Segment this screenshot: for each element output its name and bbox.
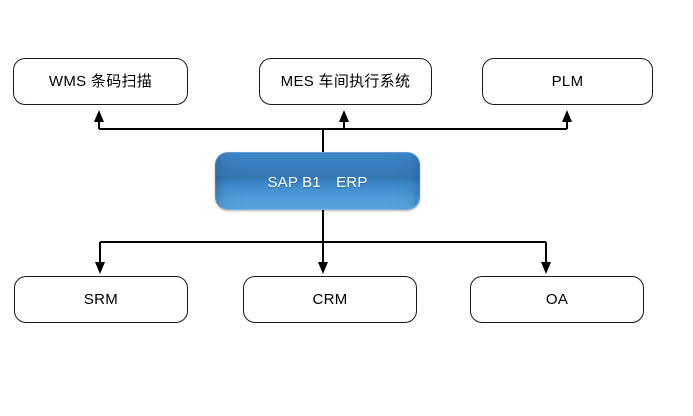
node-sap-b1-erp-label: SAP B1 ERP	[267, 173, 368, 191]
node-wms[interactable]: WMS 条码扫描	[13, 58, 188, 105]
node-oa-label: OA	[545, 290, 569, 308]
node-mes[interactable]: MES 车间执行系统	[259, 58, 432, 105]
arrowhead-mes	[339, 110, 349, 122]
arrowhead-plm	[562, 110, 572, 122]
node-mes-label: MES 车间执行系统	[280, 72, 411, 90]
node-srm[interactable]: SRM	[14, 276, 188, 323]
node-srm-label: SRM	[83, 290, 119, 308]
hub-gradient-overlay: SAP B1 ERP	[215, 152, 420, 210]
node-crm-label: CRM	[312, 290, 348, 308]
arrowhead-oa	[541, 262, 551, 274]
arrowhead-wms	[94, 110, 104, 122]
node-plm-label: PLM	[551, 72, 584, 90]
node-crm[interactable]: CRM	[243, 276, 417, 323]
node-oa[interactable]: OA	[470, 276, 644, 323]
arrowhead-srm	[95, 262, 105, 274]
arrowhead-crm	[318, 262, 328, 274]
node-plm[interactable]: PLM	[482, 58, 653, 105]
node-sap-b1-erp[interactable]: SAP B1 ERP	[215, 152, 420, 210]
node-wms-label: WMS 条码扫描	[48, 72, 153, 90]
